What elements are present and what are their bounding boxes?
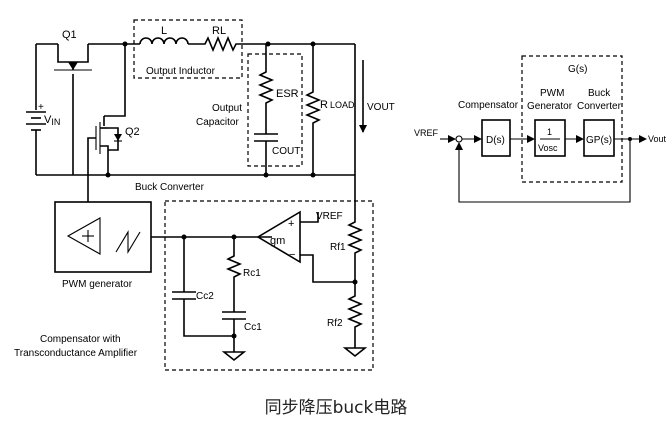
label-output: Output [212, 103, 242, 114]
label-esr: ESR [276, 88, 299, 100]
label-buck-line1: Buck [588, 88, 611, 99]
rl-resistor [188, 35, 268, 53]
ds-block [481, 119, 511, 157]
label-pwm-line2: Generator [527, 101, 573, 112]
figure-caption: 同步降压buck电路 [264, 398, 408, 418]
feedback-divider [342, 44, 368, 358]
gp-block [583, 119, 615, 157]
rload-resistor [304, 44, 322, 175]
label-q1: Q1 [62, 29, 77, 41]
gm-plus: + [288, 218, 294, 230]
label-compensator-line1: Compensator with [40, 334, 121, 345]
label-compensator-line2: Transconductance Amplifier [14, 348, 138, 359]
label-gs: G(s) [568, 64, 587, 75]
label-rf2: Rf2 [327, 318, 343, 329]
vin-source: + [26, 100, 46, 175]
q2-mosfet [87, 116, 122, 175]
gm-minus: − [289, 249, 295, 261]
summing-node [455, 135, 463, 143]
label-buck-converter: Buck Converter [135, 182, 205, 193]
label-q2: Q2 [125, 126, 140, 138]
q1-mosfet [35, 44, 92, 175]
label-inductor: L [161, 25, 167, 37]
label-vref: VREF [316, 211, 343, 222]
label-vin: VIN [44, 114, 60, 127]
circuit-schematic: + [26, 19, 374, 371]
label-cc2: Cc2 [196, 291, 214, 302]
label-compensator: Compensator [458, 100, 519, 111]
label-buck-line2: Converter [577, 101, 622, 112]
label-gm: gm [270, 235, 285, 247]
output-capacitor [254, 44, 278, 175]
label-rf1: Rf1 [330, 242, 346, 253]
pwm-block [534, 119, 566, 157]
label-gps: GP(s) [586, 135, 612, 146]
vin-plus: + [38, 102, 44, 113]
path-feedback [455, 139, 631, 203]
label-vosc: Vosc [538, 143, 558, 153]
label-one: 1 [547, 127, 552, 137]
label-pwm-generator: PWM generator [62, 279, 133, 290]
label-capacitor: Capacitor [196, 117, 239, 128]
gm-amplifier: + − [256, 210, 355, 283]
label-block-vref: VREF [414, 128, 439, 138]
compensator-box [164, 200, 374, 371]
label-cc1: Cc1 [244, 322, 262, 333]
label-ds: D(s) [486, 135, 505, 146]
label-pwm-line1: PWM [540, 88, 564, 99]
block-diagram [440, 55, 647, 203]
inductor-coil [139, 37, 189, 45]
compensator-network [151, 234, 272, 362]
output-inductor-box [133, 19, 243, 79]
wire-switch-node [104, 44, 126, 117]
label-rl: RL [212, 25, 226, 37]
label-rc1: Rc1 [243, 268, 261, 279]
gs-box [521, 55, 623, 183]
label-output-inductor: Output Inductor [146, 66, 216, 77]
output-capacitor-box [247, 53, 303, 167]
label-vout: VOUT [367, 102, 395, 113]
label-cout: COUT [272, 146, 300, 157]
label-block-vout: Vout [648, 134, 667, 144]
